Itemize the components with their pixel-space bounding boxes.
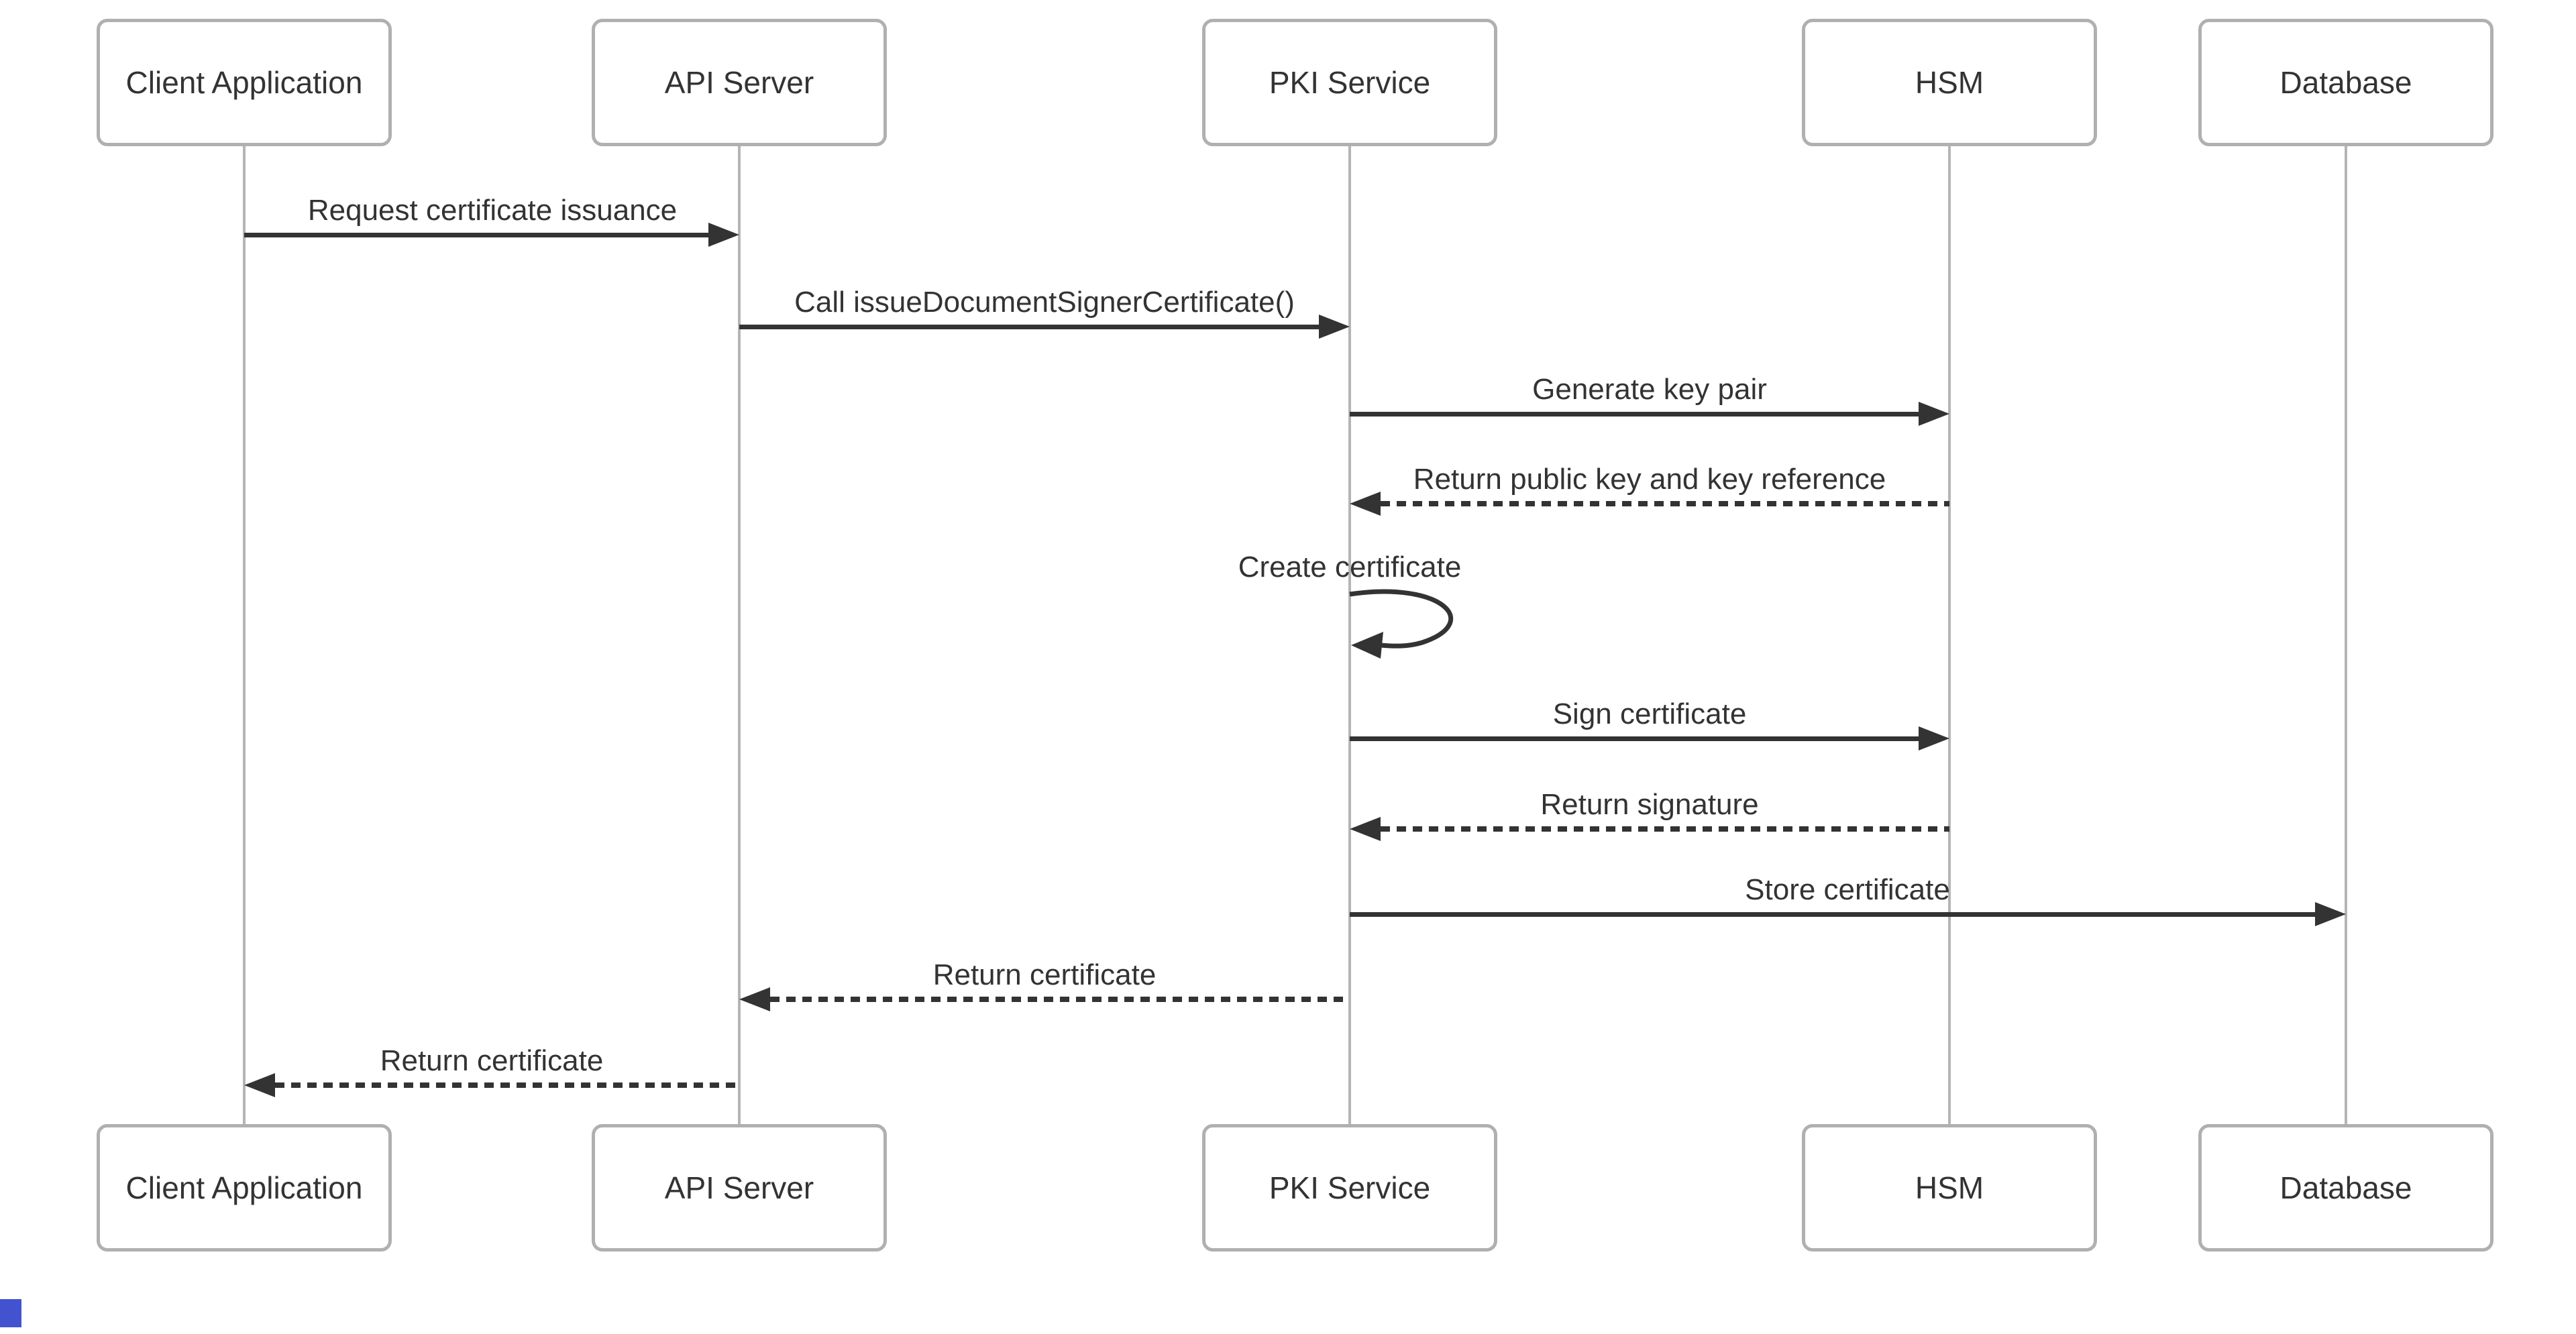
actor-top-hsm: HSM <box>1802 19 2097 146</box>
actor-label: Client Application <box>125 65 363 100</box>
actor-bottom-database: Database <box>2198 1124 2493 1252</box>
actor-top-pki-service: PKI Service <box>1202 19 1497 146</box>
arrowhead-left-icon <box>244 1073 275 1097</box>
lifeline-pki-service <box>1348 146 1351 1124</box>
actor-label: Database <box>2279 1170 2412 1205</box>
lifeline-hsm <box>1948 146 1951 1124</box>
actor-bottom-pki-service: PKI Service <box>1202 1124 1497 1252</box>
actor-label: HSM <box>1915 1170 1984 1205</box>
arrowhead-right-icon <box>1319 315 1350 339</box>
message-label: Store certificate <box>1745 873 1950 906</box>
lifeline-client-application <box>243 146 246 1124</box>
message-label: Return certificate <box>932 958 1157 991</box>
arrowhead-right-icon <box>708 223 739 247</box>
arrowhead-right-icon <box>1919 402 1949 426</box>
lifeline-api-server <box>738 146 741 1124</box>
message-label: Return certificate <box>380 1044 604 1077</box>
message-label: Create certificate <box>1238 551 1462 583</box>
arrowhead-left-icon <box>739 987 770 1011</box>
arrowhead-left-icon <box>1350 817 1381 841</box>
lifeline-database <box>2345 146 2347 1124</box>
message-label: Return signature <box>1540 788 1759 821</box>
self-loop-arrow <box>1349 589 1454 659</box>
actor-label: HSM <box>1915 65 1984 100</box>
actor-top-database: Database <box>2198 19 2493 146</box>
message-label: Sign certificate <box>1552 698 1747 730</box>
actor-label: API Server <box>664 65 814 100</box>
actor-label: PKI Service <box>1269 1170 1431 1205</box>
message-arrow-line <box>1350 912 2315 917</box>
actor-bottom-api-server: API Server <box>592 1124 887 1252</box>
message-arrow-line <box>1350 736 1919 741</box>
arrowhead-left-icon <box>1350 492 1381 516</box>
message-label: Request certificate issuance <box>307 194 678 227</box>
message-arrow-line <box>1381 501 1949 506</box>
actor-label: Database <box>2279 65 2412 100</box>
actor-top-api-server: API Server <box>592 19 887 146</box>
arrowhead-right-icon <box>2315 902 2346 926</box>
actor-top-client-application: Client Application <box>97 19 392 146</box>
message-arrow-line <box>244 233 708 237</box>
message-arrow-line <box>770 997 1350 1002</box>
message-label: Call issueDocumentSignerCertificate() <box>794 286 1295 319</box>
actor-bottom-hsm: HSM <box>1802 1124 2097 1252</box>
actor-bottom-client-application: Client Application <box>97 1124 392 1252</box>
message-arrow-line <box>1350 412 1919 416</box>
message-arrow-line <box>275 1082 739 1088</box>
message-label: Generate key pair <box>1532 373 1767 406</box>
message-label: Return public key and key reference <box>1413 463 1886 496</box>
actor-label: API Server <box>664 1170 814 1205</box>
arrowhead-right-icon <box>1919 726 1949 751</box>
message-arrow-line <box>1381 826 1949 832</box>
corner-artifact <box>0 1299 21 1327</box>
actor-label: Client Application <box>125 1170 363 1205</box>
message-arrow-line <box>739 325 1320 329</box>
actor-label: PKI Service <box>1269 65 1431 100</box>
